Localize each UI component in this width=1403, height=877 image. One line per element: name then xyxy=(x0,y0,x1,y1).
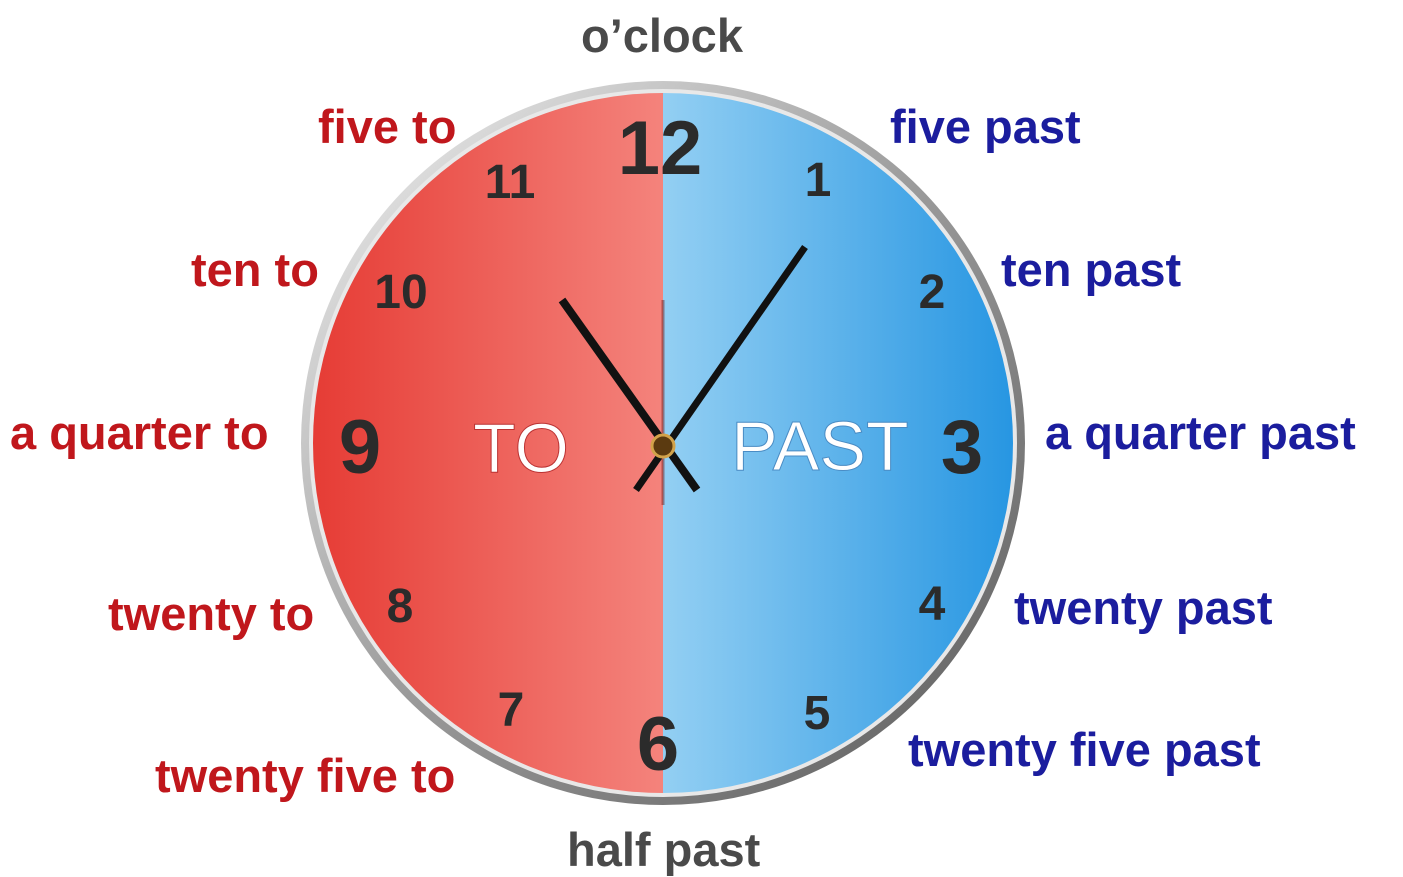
past-caption: PAST xyxy=(731,407,909,485)
clock-number-9: 9 xyxy=(339,405,381,490)
half-past-label: half past xyxy=(567,826,760,873)
clock-number-10: 10 xyxy=(374,266,427,319)
clock-number-4: 4 xyxy=(919,578,946,631)
five-past-label: five past xyxy=(890,103,1081,150)
to-caption: TO xyxy=(473,409,569,487)
clock-number-8: 8 xyxy=(387,580,414,633)
ten-to-label: ten to xyxy=(191,246,319,293)
twenty-five-to-label: twenty five to xyxy=(155,752,455,799)
five-to-label: five to xyxy=(318,103,456,150)
clock-center-pin xyxy=(652,435,674,457)
quarter-past-label: a quarter past xyxy=(1045,409,1356,456)
clock-number-5: 5 xyxy=(804,687,831,740)
twenty-five-past-label: twenty five past xyxy=(908,726,1261,773)
clock-number-11: 11 xyxy=(485,156,536,209)
oclock-label: o’clock xyxy=(581,12,743,59)
clock-number-1: 1 xyxy=(805,154,832,207)
clock-number-2: 2 xyxy=(919,266,946,319)
twenty-past-label: twenty past xyxy=(1014,584,1273,631)
ten-past-label: ten past xyxy=(1001,246,1181,293)
clock-number-3: 3 xyxy=(941,405,983,490)
twenty-to-label: twenty to xyxy=(108,590,314,637)
clock-number-12: 12 xyxy=(618,106,703,191)
quarter-to-label: a quarter to xyxy=(10,409,269,456)
clock-number-6: 6 xyxy=(637,702,679,787)
clock-number-7: 7 xyxy=(498,684,525,737)
